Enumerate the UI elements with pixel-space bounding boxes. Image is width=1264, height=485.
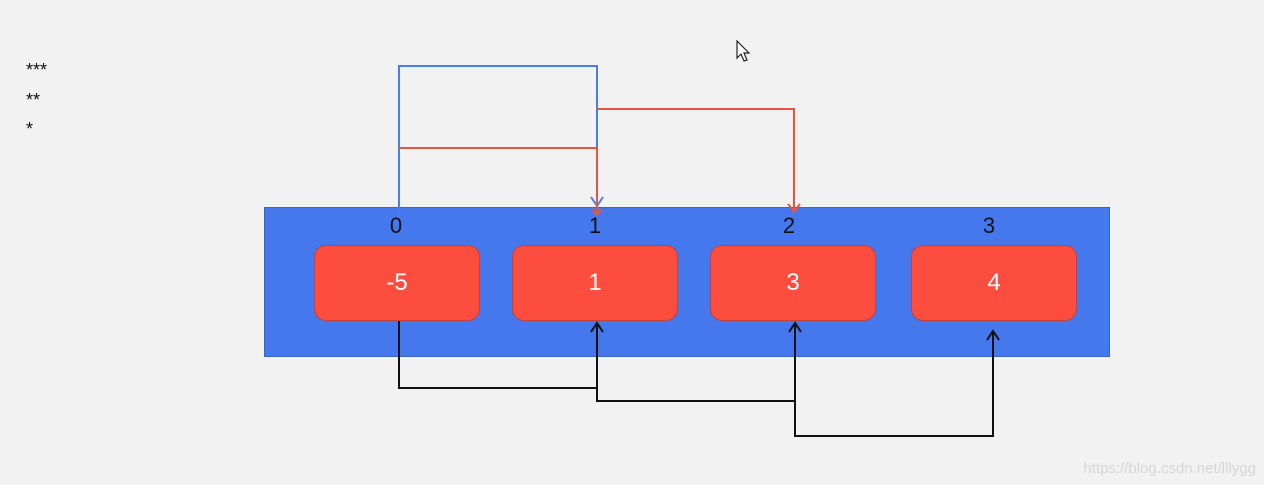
star-line-2: **	[26, 89, 41, 110]
star-list: *** ** *	[26, 56, 47, 145]
array-cell-3: 4	[911, 245, 1077, 321]
array-value-0: -5	[386, 269, 408, 296]
mouse-pointer-icon	[736, 40, 751, 62]
index-label-1: 1	[588, 213, 602, 238]
index-label-0: 0	[389, 213, 403, 238]
array-value-3: 4	[987, 269, 1001, 296]
watermark: https://blog.csdn.net/lllygg	[1083, 460, 1256, 477]
array-value-1: 1	[588, 269, 602, 296]
star-line-1: *	[26, 119, 34, 139]
index-label-3: 3	[982, 213, 996, 238]
black-arrow-0-to-1	[398, 321, 604, 389]
array-value-2: 3	[786, 269, 800, 296]
array-cell-2: 3	[710, 245, 876, 321]
red-arrow-1-to-2	[597, 108, 801, 214]
black-arrow-1-to-2	[596, 321, 802, 402]
black-arrow-2-to-3	[794, 329, 1000, 437]
array-cell-1: 1	[512, 245, 678, 321]
array-cell-0: -5	[314, 245, 480, 321]
star-line-3: ***	[26, 60, 48, 80]
index-label-2: 2	[782, 213, 796, 238]
red-arrow-0-to-1	[399, 147, 603, 217]
blue-arrow-0-to-1	[398, 65, 604, 218]
